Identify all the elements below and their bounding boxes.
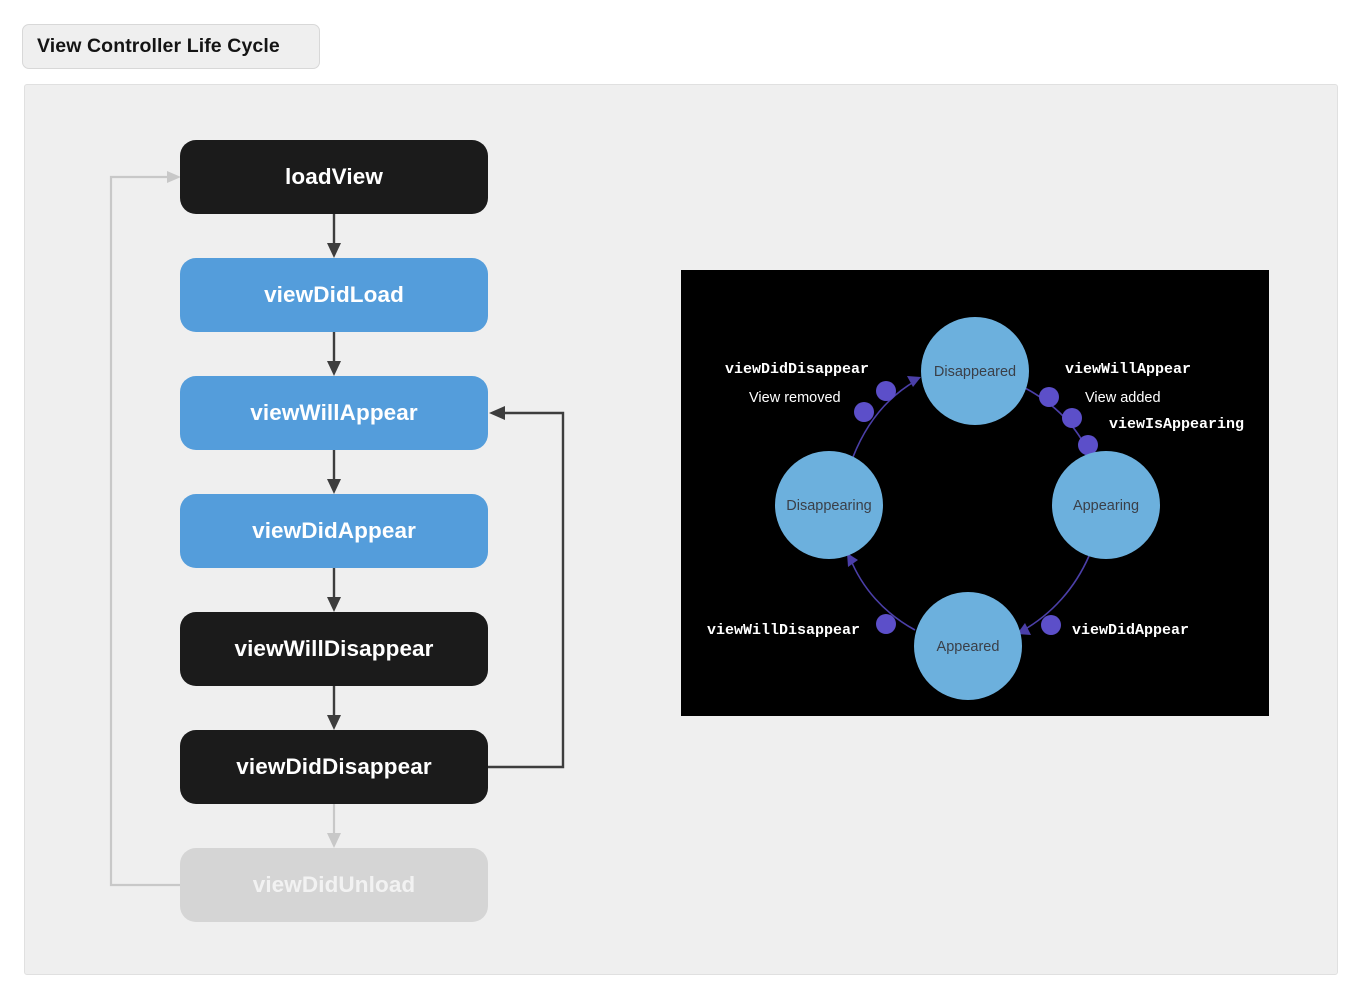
state-label: Disappearing [786, 498, 871, 514]
state-edges [847, 376, 1093, 635]
label-view-did-disappear: viewDidDisappear [725, 361, 869, 378]
label-view-did-appear: viewDidAppear [1072, 622, 1189, 639]
flow-node-label: viewWillDisappear [234, 636, 434, 661]
flow-node-label: viewDidAppear [252, 518, 416, 543]
flow-node-label: viewWillAppear [250, 400, 418, 425]
flow-node-label: viewDidDisappear [236, 754, 432, 779]
label-view-will-appear: viewWillAppear [1065, 361, 1191, 378]
flow-node-viewwilldisappear[interactable]: viewWillDisappear [180, 612, 488, 686]
page-title-tab[interactable]: View Controller Life Cycle [22, 24, 320, 69]
state-label: Appeared [937, 639, 1000, 655]
flowchart-connectors [109, 171, 565, 887]
flow-node-viewdiddisappear[interactable]: viewDidDisappear [180, 730, 488, 804]
state-node-disappearing[interactable]: Disappearing [775, 451, 883, 559]
state-node-appearing[interactable]: Appearing [1052, 451, 1160, 559]
flow-node-viewdidappear[interactable]: viewDidAppear [180, 494, 488, 568]
label-view-removed: View removed [749, 390, 841, 406]
label-view-is-appearing: viewIsAppearing [1109, 416, 1244, 433]
state-label: Appearing [1073, 498, 1139, 514]
edge-viewdidappear-viewwilldisappear [327, 568, 341, 612]
content-panel: loadView viewDidLoad viewWillAppear view… [24, 84, 1338, 975]
state-diagram-panel: Disappeared Appearing Appeared Disappear… [681, 270, 1269, 716]
label-view-will-disappear: viewWillDisappear [707, 622, 860, 639]
state-node-appeared[interactable]: Appeared [914, 592, 1022, 700]
flow-node-viewwillappear[interactable]: viewWillAppear [180, 376, 488, 450]
state-node-disappeared[interactable]: Disappeared [921, 317, 1029, 425]
lifecycle-flowchart: loadView viewDidLoad viewWillAppear view… [25, 85, 685, 976]
flow-node-label: viewDidUnload [252, 872, 416, 897]
state-label: Disappeared [934, 364, 1016, 380]
state-diagram-svg: Disappeared Appearing Appeared Disappear… [707, 317, 1244, 700]
flow-node-loadview[interactable]: loadView [180, 140, 488, 214]
state-transition-dots [854, 381, 1098, 635]
edge-loop-viewdiddisappear-to-viewwillappear [488, 406, 565, 769]
edge-viewdiddisappear-viewdidunload [327, 804, 341, 848]
page-title-label: View Controller Life Cycle [37, 35, 280, 57]
edge-viewwillappear-viewdidappear [327, 450, 341, 494]
flow-node-label: viewDidLoad [264, 282, 404, 307]
flow-node-viewdidunload[interactable]: viewDidUnload [180, 848, 488, 922]
edge-loadview-viewdidload [327, 214, 341, 258]
edge-viewdidload-viewwillappear [327, 332, 341, 376]
flow-node-label: loadView [285, 164, 383, 189]
edge-viewwilldisappear-viewdiddisappear [327, 686, 341, 730]
label-view-added: View added [1085, 390, 1161, 406]
flow-node-viewdidload[interactable]: viewDidLoad [180, 258, 488, 332]
edge-loop-viewdidunload-to-loadview [109, 171, 181, 887]
